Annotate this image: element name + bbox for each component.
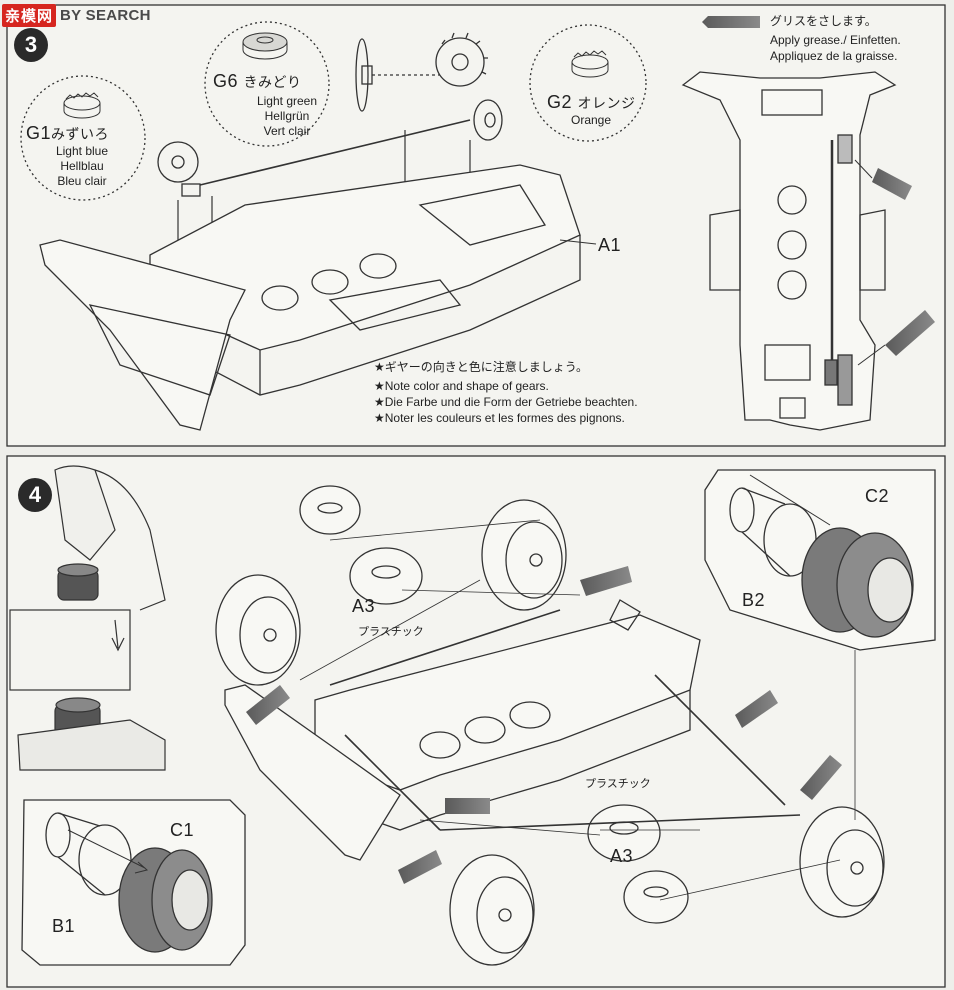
note-en: ★Note color and shape of gears. [374,379,549,393]
propeller-shaft [199,119,471,186]
grease-tube-icon-step4 [246,566,842,884]
chassis-top-view [681,71,897,431]
c1-label: C1 [170,820,195,840]
plastic-top-label: プラスチック [358,626,424,638]
g2-en: Orange [570,113,612,127]
grease-tube-icon [702,16,935,356]
step4-number-badge: 4 [18,478,52,512]
b2-label: B2 [742,590,766,610]
g2-callout-circle [529,24,647,142]
watermark-en: BY SEARCH [60,6,151,24]
g1-de: Hellblau [60,159,104,173]
part-a1-label: A1 [598,235,622,255]
g6-fr: Vert clair [263,124,311,138]
g1-code: G1みずいろ [26,123,110,143]
g6-en: Light green [256,94,318,108]
chassis-step4 [224,599,701,861]
g6-de: Hellgrün [264,109,310,123]
watermark-logo: 亲模网 BY SEARCH [2,3,151,27]
g1-callout-circle [20,75,146,201]
a3-bottom-label: A3 [610,846,634,866]
note-fr: ★Noter les couleurs et les formes des pi… [374,411,625,425]
a3-top-label: A3 [352,596,376,616]
wheel-front-left [215,574,301,686]
front-axle [329,609,561,686]
wheel-rear-left [449,854,535,966]
step3-number-badge: 3 [14,28,48,62]
wheel-front-right [481,499,567,611]
spur-gear-icon [355,32,488,112]
g6-code: G6 きみどり [213,71,302,91]
roller-a3-bottom [587,804,689,924]
tire-c1 [118,847,213,953]
g6-callout-circle [204,21,330,147]
b1-label: B1 [52,916,76,936]
grease-fr: Appliquez de la graisse. [770,49,898,63]
note-jp: ★ギヤーの向きと色に注意しましょう。 [374,360,589,374]
g1-en: Light blue [55,144,109,158]
g6-gear-icon [242,32,288,60]
g2-gear-icon [571,50,609,78]
grease-jp: グリスをさします。 [770,14,877,28]
grease-en: Apply grease./ Einfetten. [770,33,901,47]
counter-gear-icon [157,141,201,197]
bushing-b1 [45,812,132,896]
rear-axle [439,814,801,831]
assembly-photo [9,465,166,771]
tire-c2 [801,527,914,638]
c2-label: C2 [865,486,890,506]
g1-fr: Bleu clair [57,174,107,188]
g1-gear-icon [63,92,101,119]
crown-gear-icon [473,99,503,141]
chassis-step3 [39,164,581,431]
watermark-cn: 亲模网 [2,3,57,27]
note-de: ★Die Farbe und die Form der Getriebe bea… [374,395,638,409]
wheel-rear-right [799,806,885,918]
plastic-bottom-label: プラスチック [585,778,651,790]
g2-code: G2 オレンジ [547,92,636,112]
